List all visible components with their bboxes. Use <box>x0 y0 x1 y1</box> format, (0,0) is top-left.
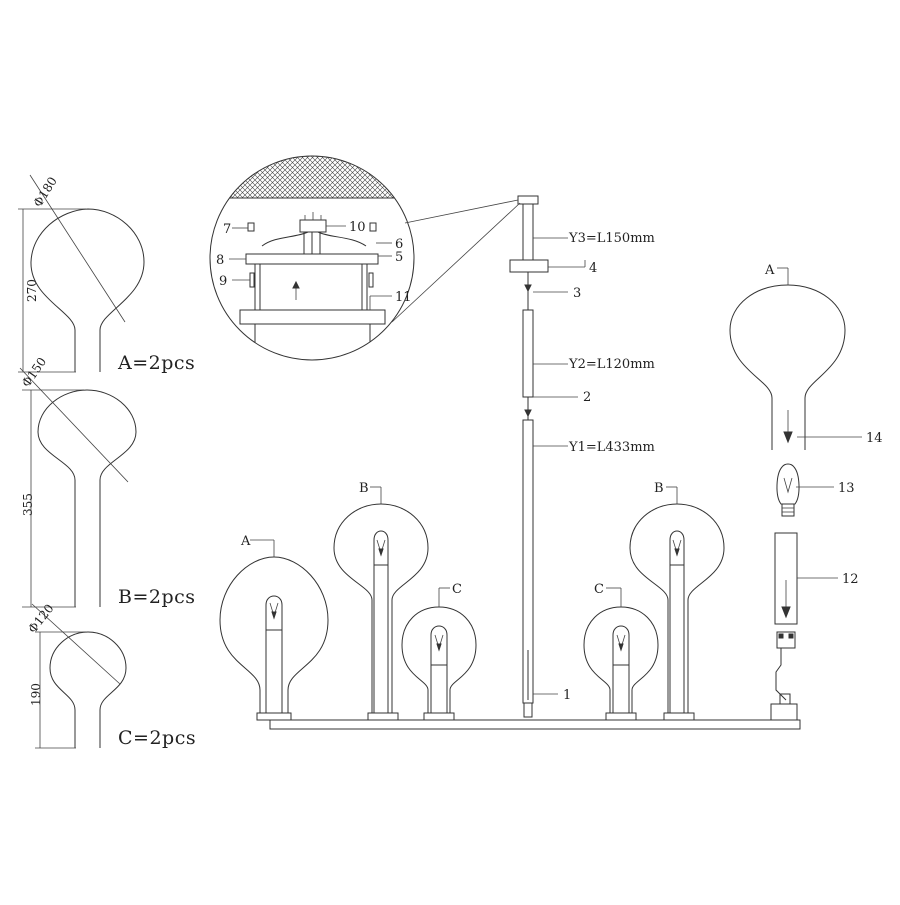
shade-a-diameter: Φ180 <box>31 174 60 209</box>
bulb-base <box>781 503 795 517</box>
shade-b-height: 355 <box>21 493 35 516</box>
part-number-1: 1 <box>563 688 571 703</box>
canopy-part-4 <box>509 259 549 273</box>
part-number-6: 6 <box>395 237 403 252</box>
shade-c-diameter-line <box>31 603 121 685</box>
shade-b-diameter-line <box>19 367 129 483</box>
part-number-2: 2 <box>583 390 591 405</box>
part-number-10: 10 <box>349 220 366 235</box>
ceiling-hatch <box>210 156 414 198</box>
part-number-11: 11 <box>395 290 412 305</box>
part-number-13: 13 <box>838 481 855 496</box>
fixture-shade-b-left: B <box>333 481 429 721</box>
shade-c-outline <box>49 631 127 748</box>
part-number-8: 8 <box>216 253 224 268</box>
shade-b-outline <box>37 389 137 607</box>
part-number-4: 4 <box>589 261 597 276</box>
socket-wire <box>775 648 787 701</box>
detail-leader-bottom <box>391 202 521 323</box>
fixture-letter-b-left: B <box>359 481 369 496</box>
fixture-letter-a: A <box>240 534 251 549</box>
rod-y2 <box>522 309 534 398</box>
part-number-7: 7 <box>223 222 231 237</box>
fixture-letter-c-right: C <box>594 582 604 597</box>
shade-a-height: 270 <box>25 279 39 302</box>
chandelier-base-bar <box>269 719 801 730</box>
arrow-down-middle <box>524 409 532 418</box>
shade-a-diameter-line <box>29 174 126 323</box>
canopy-detail-view: 7 10 6 5 8 9 11 <box>209 155 415 361</box>
detail-leader-top <box>404 199 519 224</box>
terminal-block <box>299 219 327 233</box>
part-number-12: 12 <box>842 572 859 587</box>
arrow-down-upper <box>524 284 532 293</box>
canopy-cup <box>239 309 386 325</box>
bulb <box>776 463 800 505</box>
socket-sleeve <box>774 532 798 625</box>
socket-base <box>770 703 798 721</box>
shade-view-b: Φ150 355 B=2pcs <box>19 355 196 608</box>
rod-callouts: Y3=L150mm 4 3 Y2=L120mm 2 Y1=L433mm 1 <box>533 231 655 703</box>
shade-a-outline <box>30 208 145 372</box>
fixture-shade-c-right: C <box>583 582 659 721</box>
exploded-view: A 14 13 12 <box>729 263 883 721</box>
part-number-3: 3 <box>573 286 581 301</box>
exploded-shade-a <box>729 284 846 450</box>
rod-y3 <box>522 203 534 261</box>
rod-bottom-connector <box>523 702 533 718</box>
shade-view-a: Φ180 270 A=2pcs <box>18 174 195 374</box>
ceiling-canopy-top <box>517 195 539 205</box>
fixture-shade-a-left: A <box>219 534 329 721</box>
shade-c-height: 190 <box>29 683 43 706</box>
part-number-9: 9 <box>219 274 227 289</box>
label-y3: Y3=L150mm <box>568 231 655 246</box>
fixture-letter-c-left: C <box>452 582 462 597</box>
label-y1: Y1=L433mm <box>568 440 655 455</box>
shade-c-caption: C=2pcs <box>118 727 196 749</box>
exploded-letter-a: A <box>764 263 775 278</box>
suspension-assembly <box>509 195 549 718</box>
part-number-5: 5 <box>395 250 403 265</box>
fixture-shade-c-left: C <box>401 582 477 721</box>
shade-a-caption: A=2pcs <box>117 352 195 374</box>
part-number-14: 14 <box>866 431 883 446</box>
detail-wires <box>261 231 367 247</box>
fixture-shade-b-right: B <box>629 481 725 721</box>
shade-c-diameter: Φ120 <box>25 601 56 635</box>
shade-view-c: Φ120 190 C=2pcs <box>25 601 196 749</box>
shade-b-caption: B=2pcs <box>118 586 196 608</box>
fixture-letter-b-right: B <box>654 481 664 496</box>
mounting-bracket <box>245 253 379 265</box>
lamp-socket <box>776 631 796 649</box>
label-y2: Y2=L120mm <box>568 357 655 372</box>
